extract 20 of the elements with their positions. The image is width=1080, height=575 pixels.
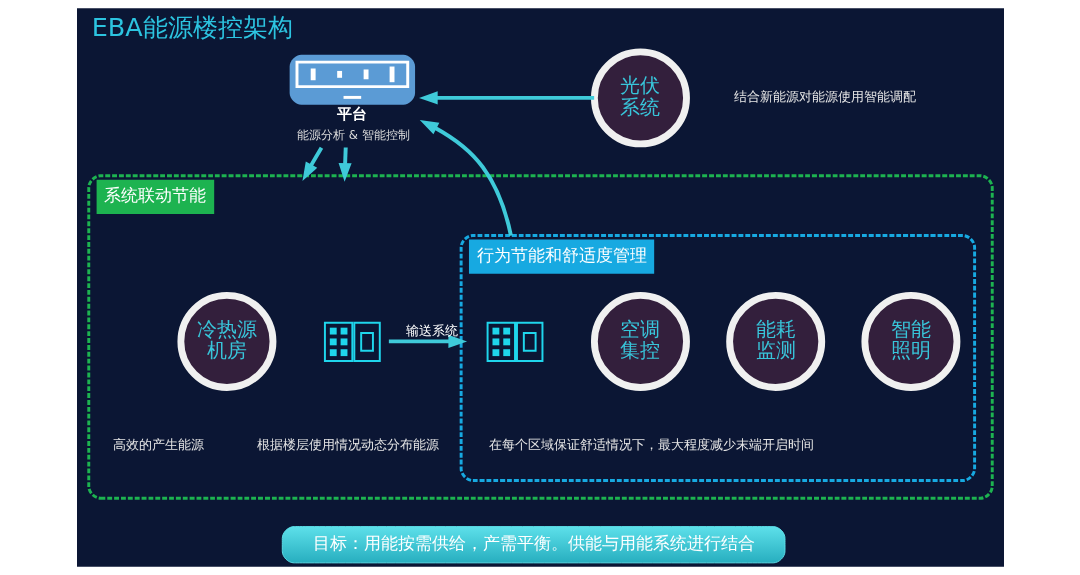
label: 根据楼层使用情况动态分布能源 [256, 436, 439, 452]
arrow [419, 119, 513, 236]
arrow [418, 91, 594, 105]
node-box: 目标：用能按需供给，产需平衡。供能与用能系统进行结合 [281, 526, 785, 564]
node-label: 结合新能源对能源使用智能调配 [733, 89, 916, 105]
arrow [338, 147, 352, 182]
diagram-title: EBA能源楼控架构 [91, 12, 293, 43]
node-circle: 冷热源机房 [176, 291, 276, 391]
arrow [388, 334, 467, 348]
node-label: 能源分析 & 智能控制 [296, 127, 410, 142]
node-circle: 光伏系统 [590, 48, 690, 148]
node-circle: 空调集控 [590, 291, 690, 391]
arrow [301, 146, 323, 181]
edge-label: 输送系统 [405, 322, 458, 338]
node-label: 高效的产生能源 [112, 436, 204, 452]
node-box [289, 54, 415, 105]
node-circle: 能耗监测 [725, 291, 825, 391]
node-label: 在每个区域保证舒适情况下，最大程度减少末端开启时间 [488, 436, 814, 452]
node-circle: 智能照明 [860, 291, 960, 391]
node-label: 平台 [336, 105, 367, 123]
